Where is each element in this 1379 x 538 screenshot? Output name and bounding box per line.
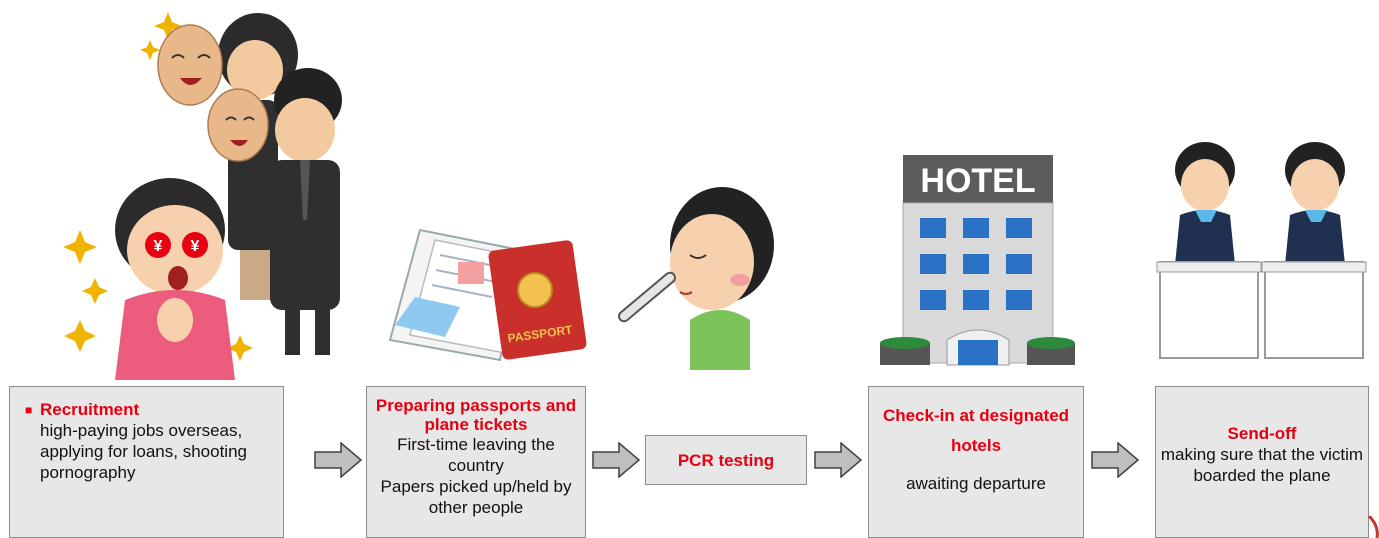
hotel-illustration: HOTEL: [880, 155, 1075, 366]
step-passports-box: Preparing passports and plane tickets Fi…: [366, 386, 586, 538]
passport-illustration: PASSPORT: [388, 228, 587, 362]
step-description: making sure that the victim boarded the …: [1160, 445, 1364, 485]
svg-text:¥: ¥: [191, 238, 200, 255]
step-description: First-time leaving the country: [397, 435, 555, 475]
step-title: PCR testing: [677, 451, 775, 470]
svg-text:¥: ¥: [154, 238, 163, 255]
bullet-icon: ■: [25, 403, 33, 417]
step-title: Recruitment: [40, 400, 140, 419]
step-description: high-paying jobs overseas, applying for …: [40, 421, 247, 482]
arrow-right-icon: [1091, 442, 1139, 478]
svg-text:HOTEL: HOTEL: [920, 162, 1035, 200]
step-title: Check-in at designated hotels: [882, 406, 1070, 455]
pcr-testing-illustration: [618, 187, 774, 370]
illustrations: ¥ ¥ PASSPORT HOTEL: [63, 12, 1367, 380]
corner-mark-icon: [1367, 516, 1379, 538]
recruitment-illustration: ¥ ¥: [63, 12, 342, 380]
step-pcr-box: PCR testing: [645, 435, 807, 485]
arrow-right-icon: [592, 442, 640, 478]
send-off-illustration: [1156, 142, 1367, 359]
arrow-right-icon: [314, 442, 362, 478]
step-description: awaiting departure: [906, 474, 1046, 493]
arrow-right-icon: [814, 442, 862, 478]
step-send-off-box: Send-off making sure that the victim boa…: [1155, 386, 1369, 538]
step-title: Preparing passports and plane tickets: [375, 396, 577, 434]
step-title: Send-off: [1227, 424, 1297, 443]
step-recruitment-box: ■ Recruitment high-paying jobs overseas,…: [9, 386, 284, 538]
step-description: Papers picked up/held by other people: [380, 477, 572, 517]
step-hotel-box: Check-in at designated hotels awaiting d…: [868, 386, 1084, 538]
